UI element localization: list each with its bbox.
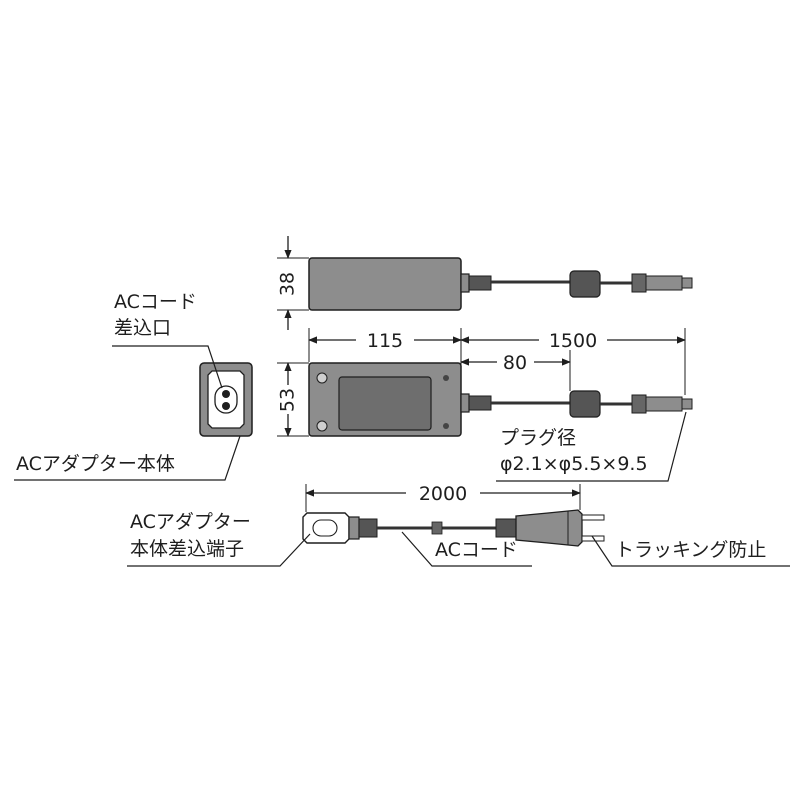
ac-cord-length-dimension: 2000 xyxy=(305,483,581,512)
callout-ac-cord: ACコード xyxy=(401,531,532,567)
ferrite-offset-value: 80 xyxy=(503,352,527,374)
ac-cord-inlet-line1: ACコード xyxy=(114,291,197,313)
width-value: 115 xyxy=(367,330,403,352)
callout-ac-cord-inlet: ACコード 差込口 xyxy=(112,291,223,389)
callout-adapter-inlet-terminal: ACアダプター 本体差込端子 xyxy=(127,511,311,567)
adapter-top-view xyxy=(308,362,693,437)
depth-dimension: 53 xyxy=(277,362,309,437)
depth-value: 53 xyxy=(277,388,299,412)
ac-cord-label: ACコード xyxy=(435,539,518,561)
callout-plug-diameter: プラグ径 φ2.1×φ5.5×9.5 xyxy=(496,411,687,482)
callout-tracking-prevention: トラッキング防止 xyxy=(591,535,790,567)
ac-cord-drawing xyxy=(302,509,605,547)
plug-diameter-line1: プラグ径 xyxy=(500,427,576,449)
ferrite-offset-dimension: 80 xyxy=(460,350,571,395)
plug-diameter-line2: φ2.1×φ5.5×9.5 xyxy=(500,453,648,475)
height-value: 38 xyxy=(277,272,299,296)
adapter-end-view xyxy=(199,362,253,437)
adapter-inlet-terminal-line1: ACアダプター xyxy=(130,511,251,533)
adapter-inlet-terminal-line2: 本体差込端子 xyxy=(130,538,244,560)
ac-cord-length-value: 2000 xyxy=(419,483,467,505)
dc-cord-length-value: 1500 xyxy=(549,330,597,352)
dc-cord-length-dimension: 1500 xyxy=(460,328,686,395)
adapter-body-label: ACアダプター本体 xyxy=(16,453,175,475)
ac-cord-inlet-line2: 差込口 xyxy=(114,317,171,339)
callout-adapter-body: ACアダプター本体 xyxy=(14,435,241,481)
width-dimension: 115 xyxy=(308,328,462,362)
tracking-prevention-label: トラッキング防止 xyxy=(615,539,766,561)
adapter-side-view xyxy=(308,257,693,311)
height-dimension: 38 xyxy=(277,236,309,330)
